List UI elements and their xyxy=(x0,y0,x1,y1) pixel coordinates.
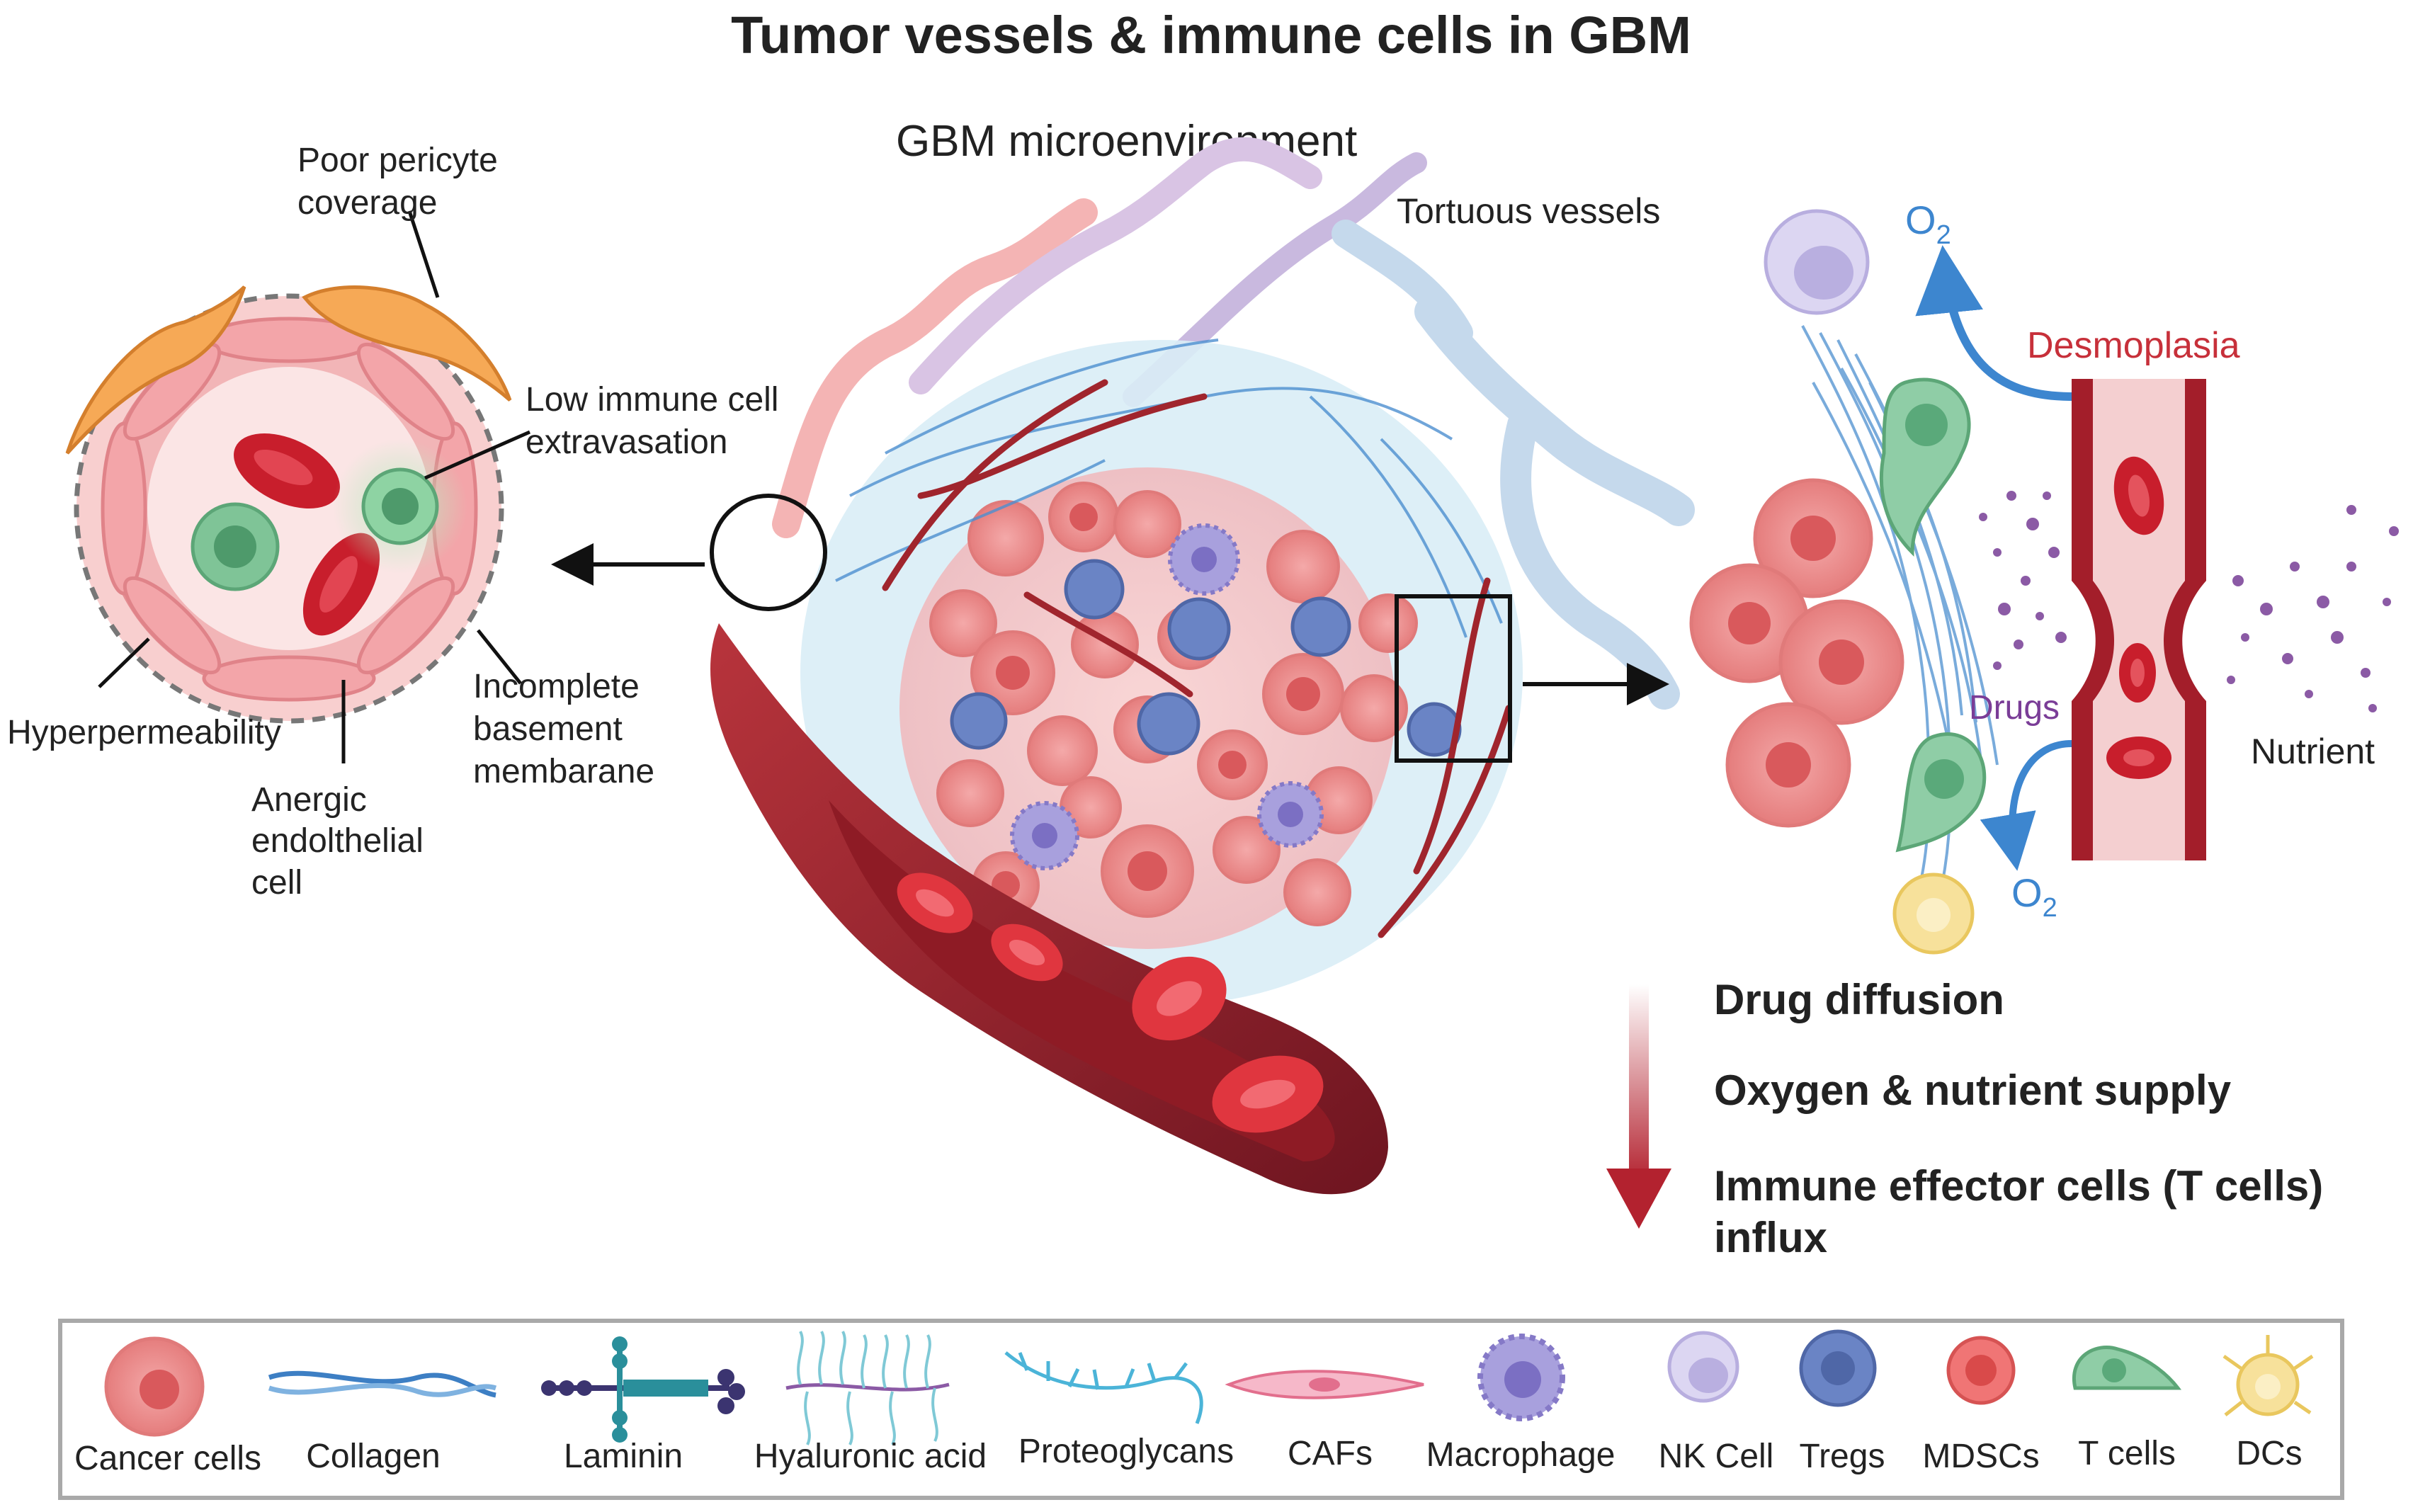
legend-icons xyxy=(104,1329,2314,1445)
legend-label-tregs: Tregs xyxy=(1800,1438,1885,1475)
laminin-icon xyxy=(541,1336,745,1443)
label-poor-pericyte-coverage: Poor pericyte coverage xyxy=(297,142,507,222)
o2-arrow-up xyxy=(1915,245,2072,401)
legend-label-t-cells: T cells xyxy=(2078,1435,2176,1472)
label-desmoplasia: Desmoplasia xyxy=(2027,325,2240,366)
label-anergic-endothelial-cell: Anergic endolthelial cell xyxy=(251,781,433,902)
decrease-arrow xyxy=(1606,984,1671,1229)
left-leader-lines xyxy=(98,210,531,763)
label-low-immune-extravasation: Low immune cell extravasation xyxy=(526,381,788,461)
caf-icon xyxy=(1225,1370,1424,1399)
vessel-cross-section xyxy=(65,285,512,724)
label-o2-top: O2 xyxy=(1905,198,1951,250)
mdsc-icon xyxy=(1946,1336,2016,1405)
treg-icon xyxy=(1799,1329,1877,1407)
tortuous-vessels xyxy=(772,137,1695,710)
diagram-title: Tumor vessels & immune cells in GBM xyxy=(731,6,1691,64)
t-cell-icon xyxy=(2072,1345,2182,1390)
proteoglycans-icon xyxy=(1004,1351,1203,1424)
main-blood-vessel xyxy=(710,623,1388,1195)
legend-label-laminin: Laminin xyxy=(564,1438,683,1475)
legend-label-macrophage: Macrophage xyxy=(1426,1436,1616,1474)
effect-oxygen-nutrient-supply: Oxygen & nutrient supply xyxy=(1714,1067,2232,1114)
effect-drug-diffusion: Drug diffusion xyxy=(1714,976,2004,1023)
label-nutrient: Nutrient xyxy=(2251,732,2375,771)
legend-label-cafs: CAFs xyxy=(1288,1435,1373,1472)
legend-label-proteoglycans: Proteoglycans xyxy=(1018,1433,1234,1470)
macrophage-icon xyxy=(1477,1334,1565,1421)
o2-arrow-down xyxy=(1980,740,2072,871)
pericyte-left xyxy=(65,285,246,455)
label-o2-bottom: O2 xyxy=(2011,870,2057,923)
legend-label-dcs: DCs xyxy=(2236,1435,2302,1472)
dc-icon xyxy=(2222,1335,2314,1416)
pericyte-right xyxy=(302,285,512,402)
collagen-icon xyxy=(268,1370,497,1398)
label-tortuous-vessels: Tortuous vessels xyxy=(1397,191,1660,231)
zoom-box xyxy=(1395,594,1512,763)
legend-labels: Cancer cells Collagen Laminin Hyaluronic… xyxy=(74,1433,2303,1477)
label-incomplete-basement-membrane: Incomplete basement membarane xyxy=(473,668,654,790)
effect-immune-effector-influx: Immune effector cells (T cells) influx xyxy=(1714,1162,2335,1261)
zoom-circle xyxy=(710,494,827,611)
label-drugs: Drugs xyxy=(1969,689,2060,727)
legend-label-collagen: Collagen xyxy=(306,1438,440,1475)
nk-cell-icon xyxy=(1667,1331,1739,1403)
cancer-cell-icon xyxy=(104,1336,205,1437)
legend-label-hyaluronic-acid: Hyaluronic acid xyxy=(754,1438,987,1475)
right-panel-illustration xyxy=(1689,209,2399,955)
label-hyperpermeability: Hyperpermeability xyxy=(7,714,281,751)
legend-label-cancer-cells: Cancer cells xyxy=(74,1440,261,1477)
hyaluronic-acid-icon xyxy=(785,1331,950,1445)
legend-label-mdscs: MDSCs xyxy=(1922,1438,2039,1475)
legend-label-nk-cell: NK Cell xyxy=(1659,1438,1774,1475)
